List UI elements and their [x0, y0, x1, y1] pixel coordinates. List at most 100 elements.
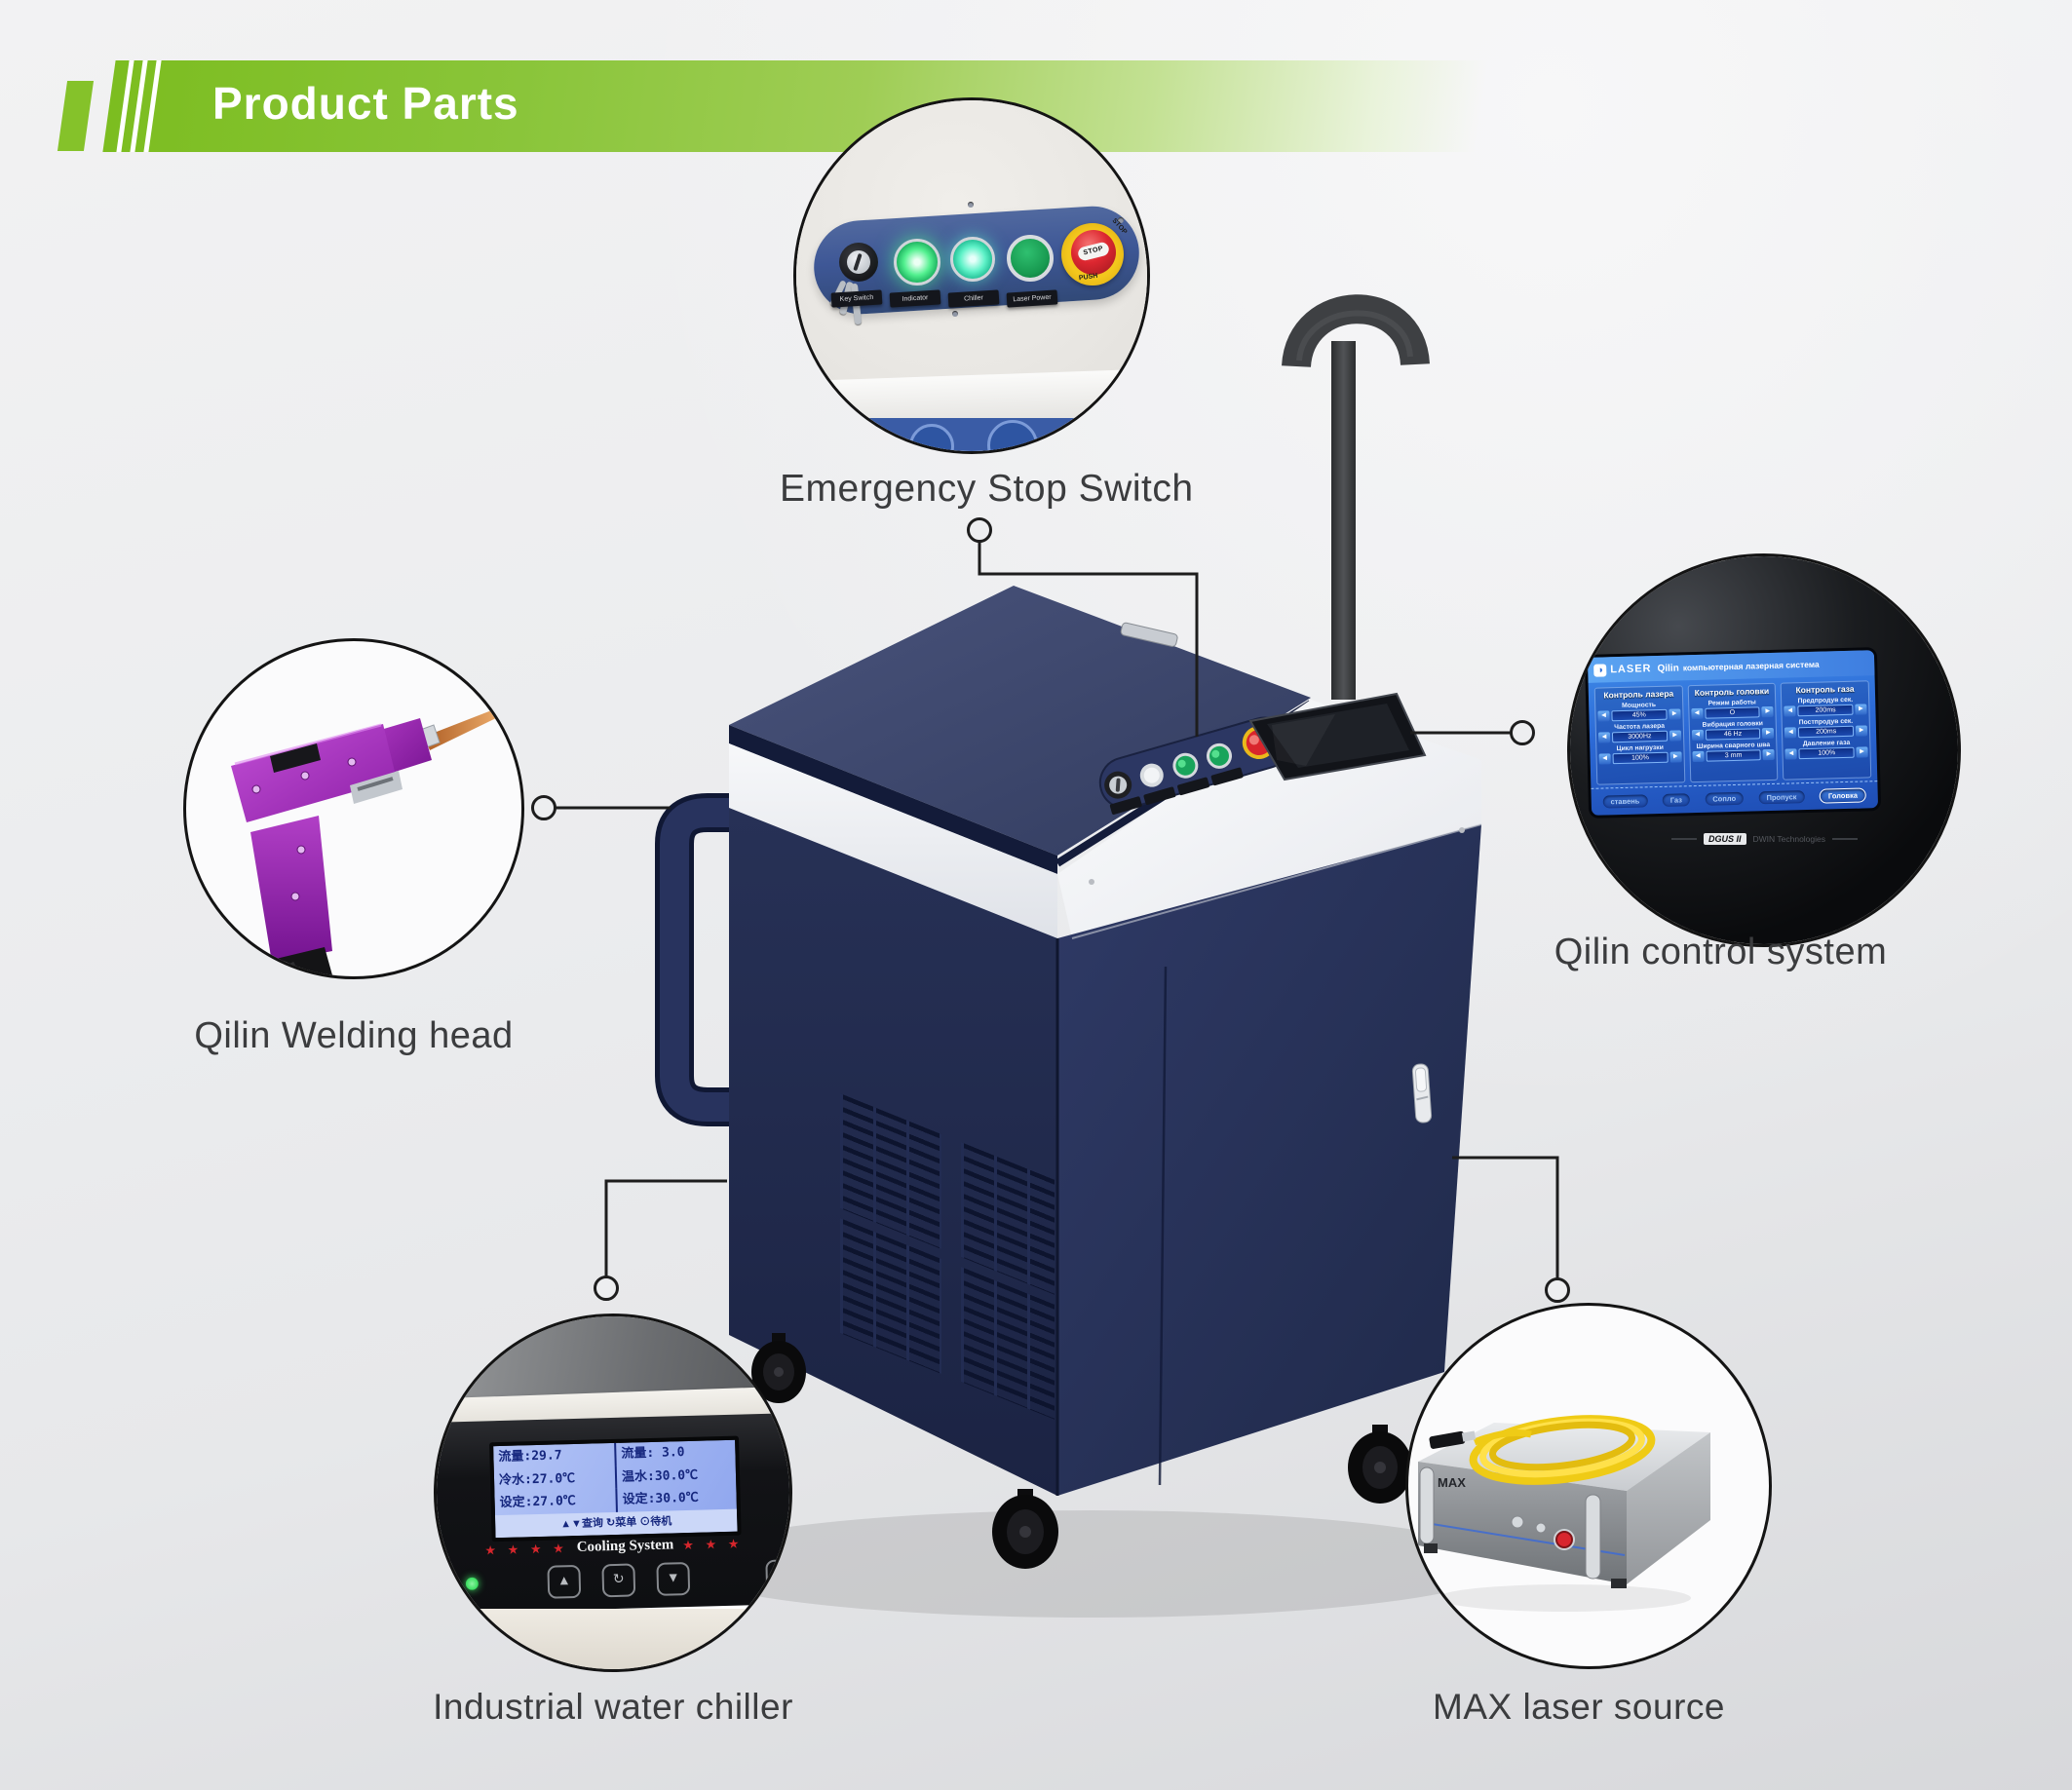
- arrow-right-icon: ▶: [1669, 751, 1682, 763]
- gun-grip: [250, 816, 332, 963]
- arrow-left-icon: ◀: [1692, 750, 1705, 763]
- white-button-icon: [1139, 763, 1164, 787]
- page-title: Product Parts: [212, 78, 519, 129]
- dwin-text: DWIN Technologies: [1752, 834, 1826, 844]
- label-welding-head: Qilin Welding head: [194, 1015, 514, 1056]
- dgus-brand: DGUS II: [1704, 833, 1746, 845]
- screw-icon: [968, 202, 974, 208]
- arrow-left-icon: ◀: [1691, 707, 1704, 720]
- arrow-right-icon: ▶: [1762, 727, 1775, 740]
- handle-bar-icon: [1419, 1466, 1435, 1544]
- laser-control-column: Контроль лазера Мощность ◀45%▶ Частота л…: [1593, 685, 1685, 785]
- up-button-icon: ▲: [547, 1564, 582, 1599]
- chiller-lcd: 流量:29.7 流量: 3.0 冷水:27.0℃ 温水:30.0℃ 设定:27.…: [489, 1435, 742, 1542]
- arrow-left-icon: ◀: [1691, 729, 1704, 742]
- chiller-lower-body: [437, 1609, 789, 1669]
- callout-emergency-stop-photo: STOP STOP PUSH Key Switch Indicator Chil…: [793, 97, 1150, 454]
- param-value: 100%: [1798, 746, 1855, 760]
- screen-footer: DGUS II DWIN Technologies: [1671, 833, 1859, 845]
- lid-front-edge: [729, 725, 1057, 874]
- arrow-right-icon: ▶: [1761, 705, 1774, 718]
- stars-right: ★ ★ ★: [682, 1536, 744, 1552]
- arrow-left-icon: ◀: [1784, 705, 1796, 717]
- param-value: O: [1705, 706, 1760, 719]
- button-label-plate: Indicator: [889, 289, 941, 308]
- round-badge-icon: [909, 424, 954, 451]
- label-water-chiller: Industrial water chiller: [433, 1687, 793, 1727]
- fiber-connector-icon: [1429, 1430, 1477, 1449]
- screw-icon: [1118, 217, 1124, 223]
- red-button-icon: [1555, 1531, 1573, 1548]
- arrow-left-icon: ◀: [1784, 748, 1798, 760]
- lid-right-edge: [1055, 700, 1314, 867]
- callout-laser-source-photo: MAX: [1405, 1303, 1772, 1669]
- extra-button-icon: [765, 1559, 789, 1593]
- label-emergency-stop: Emergency Stop Switch: [780, 468, 1194, 510]
- chiller-front-panel: 流量:29.7 流量: 3.0 冷水:27.0℃ 温水:30.0℃ 设定:27.…: [437, 1413, 789, 1614]
- param-value: 200ms: [1797, 704, 1854, 717]
- screen-model: Qilin: [1657, 662, 1679, 674]
- gas-control-column: Контроль газа Предпродув сек. ◀200ms▶ По…: [1781, 680, 1872, 781]
- label-laser-source: MAX laser source: [1433, 1687, 1725, 1727]
- button-label-plate: Chiller: [947, 289, 1000, 308]
- callout-water-chiller-photo: 流量:29.7 流量: 3.0 冷水:27.0℃ 温水:30.0℃ 设定:27.…: [434, 1314, 792, 1672]
- arrow-left-icon: ◀: [1597, 710, 1610, 722]
- arrow-right-icon: ▶: [1856, 746, 1868, 758]
- header-accent-chip: [57, 81, 95, 151]
- cooling-system-title: Cooling System: [576, 1537, 674, 1555]
- param-value: 100%: [1612, 751, 1669, 765]
- power-led-icon: [465, 1577, 480, 1590]
- round-badge-icon: [987, 420, 1038, 451]
- screen-title: компьютерная лазерная система: [1682, 659, 1820, 673]
- tab-gas: Газ: [1662, 793, 1691, 807]
- tab-skip: Пропуск: [1758, 790, 1805, 805]
- arrow-left-icon: ◀: [1597, 732, 1611, 743]
- stars-left: ★ ★ ★ ★: [484, 1540, 568, 1557]
- handle-bar-icon: [1585, 1494, 1601, 1580]
- chiller-top-shade: [437, 1316, 789, 1400]
- welding-gun-illustration: [231, 709, 496, 976]
- laser-power-button-icon: [1007, 235, 1054, 282]
- key-switch-icon: [1104, 771, 1132, 799]
- door-seam: [1158, 966, 1168, 1486]
- callout-welding-head-photo: [183, 638, 524, 979]
- arrow-right-icon: ▶: [1855, 704, 1867, 715]
- gun-label-sticker: [270, 743, 321, 773]
- key-switch-icon: [839, 243, 878, 282]
- estop-button-icon: [1242, 726, 1276, 760]
- arrow-right-icon: ▶: [1855, 725, 1868, 737]
- label-control-system: Qilin control system: [1554, 932, 1888, 972]
- chassis-side: [1627, 1432, 1710, 1584]
- param-value: 3000Hz: [1611, 730, 1668, 743]
- arrow-left-icon: ◀: [1598, 753, 1611, 765]
- white-band: [729, 743, 1057, 938]
- indicator-lamp-icon: [894, 239, 940, 286]
- push-handle: [1282, 294, 1430, 700]
- qilin-touchscreen: ◑ LASER Qilin компьютерная лазерная сист…: [1587, 650, 1879, 816]
- param-value: 3 mm: [1706, 749, 1762, 762]
- connector-emergency-stop: [978, 542, 1199, 737]
- control-deck: [1057, 700, 1481, 938]
- vent-grille: [961, 1267, 1055, 1420]
- head-control-column: Контроль головки Режим работы ◀O▶ Вибрац…: [1687, 682, 1779, 783]
- deck-touchscreen: [1248, 692, 1427, 781]
- machine-lid-top: [729, 586, 1311, 856]
- green-button2-icon: [1206, 743, 1232, 769]
- deck-button-cluster: [1098, 716, 1291, 815]
- lid-latch: [1120, 622, 1178, 647]
- param-value: 45%: [1611, 708, 1668, 722]
- arrow-right-icon: ▶: [1669, 708, 1681, 720]
- machine-shadow: [672, 1510, 1511, 1618]
- button-label-plate: Key Switch: [830, 289, 883, 308]
- arrow-right-icon: ▶: [1669, 730, 1681, 742]
- arrow-left-icon: ◀: [1784, 727, 1797, 739]
- page-header: Product Parts: [0, 60, 1501, 152]
- door-lock: [1411, 1063, 1433, 1124]
- copper-nozzle-icon: [424, 709, 496, 750]
- banner-stripe: [143, 60, 162, 152]
- machine-blue-front: [796, 418, 1147, 451]
- connector-water-chiller: [604, 1179, 727, 1276]
- param-value: 46 Hz: [1705, 728, 1761, 741]
- laser-source-illustration: MAX: [1418, 1415, 1710, 1612]
